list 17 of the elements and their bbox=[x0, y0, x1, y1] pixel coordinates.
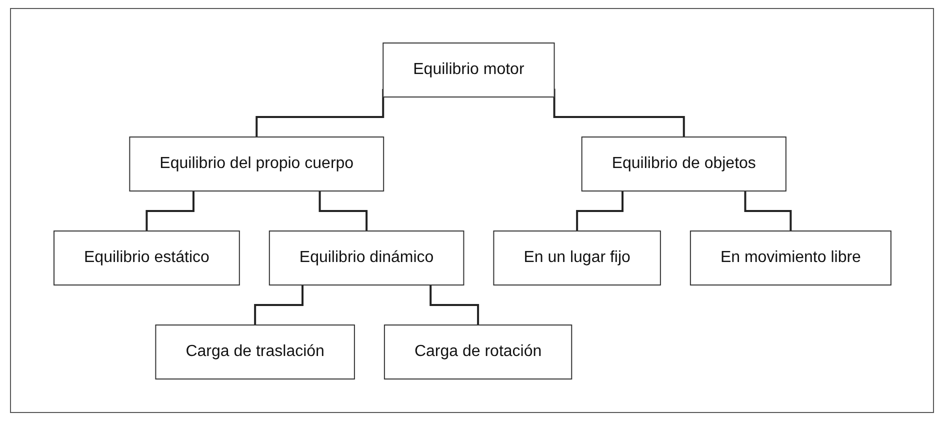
connector bbox=[429, 284, 479, 326]
node-box bbox=[128, 136, 384, 191]
connector bbox=[744, 190, 792, 232]
node-box bbox=[53, 230, 240, 285]
node-box bbox=[689, 230, 891, 285]
connector bbox=[552, 88, 684, 138]
connector bbox=[318, 190, 368, 232]
connector bbox=[254, 284, 304, 326]
node-box bbox=[154, 324, 354, 379]
node-box bbox=[580, 136, 786, 191]
connector bbox=[576, 190, 624, 232]
node-box bbox=[382, 42, 554, 97]
node-box bbox=[268, 230, 464, 285]
diagram-frame: Equilibrio motor Equilibrio del propio cuerpo Equilibrio de objetos Equilibrio estático Equilibrio dinámico En un lugar fijo En movimiento libre Carga de traslación Carga de rotación bbox=[10, 8, 934, 413]
node-box bbox=[492, 230, 660, 285]
connector bbox=[145, 190, 194, 232]
node-box bbox=[383, 324, 572, 379]
